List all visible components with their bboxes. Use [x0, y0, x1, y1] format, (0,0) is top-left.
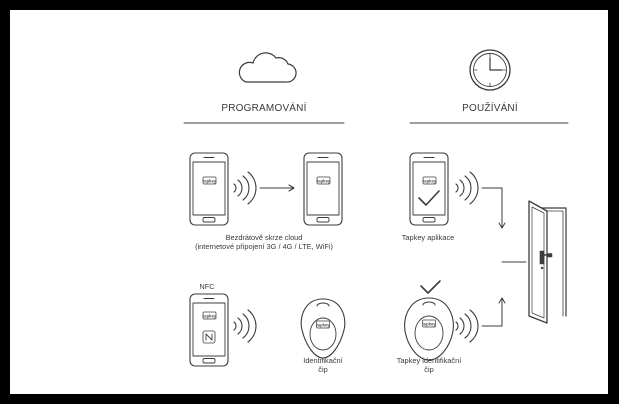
door-icon — [528, 200, 567, 324]
svg-text:tapkey: tapkey — [422, 322, 436, 327]
section-title-usage: POUŽÍVÁNÍ — [462, 101, 518, 114]
nfc-icon — [202, 330, 216, 344]
cloud-icon — [238, 52, 297, 83]
wireless-waves-icon — [233, 309, 257, 343]
svg-text:tapkey: tapkey — [203, 314, 217, 319]
tapkey-chip-caption-line1: Tapkey identifikační — [397, 356, 462, 365]
section-title-programming: PROGRAMOVÁNÍ — [221, 101, 306, 114]
checkmark-icon — [420, 280, 441, 294]
app-caption: Tapkey aplikace — [402, 233, 455, 242]
chip-caption-line1: Identifikační — [303, 356, 343, 365]
svg-text:tapkey: tapkey — [203, 179, 217, 184]
diagram-canvas: PROGRAMOVÁNÍ POUŽÍVÁNÍ tapkey tapkey Bez… — [10, 10, 608, 394]
tapkey-chip-caption-line2: čip — [424, 365, 433, 374]
cloud-caption-line2: (internetové připojení 3G / 4G / LTE, Wi… — [195, 242, 333, 251]
chip-caption-line2: čip — [318, 365, 327, 374]
wireless-waves-icon — [233, 171, 257, 205]
wireless-waves-icon — [455, 171, 479, 205]
arrow-right-icon — [259, 184, 295, 192]
svg-text:tapkey: tapkey — [316, 323, 330, 328]
svg-text:tapkey: tapkey — [317, 179, 331, 184]
svg-text:tapkey: tapkey — [423, 179, 437, 184]
phone-receiver: tapkey — [303, 152, 343, 226]
key-fob-chip-icon: tapkey — [300, 298, 346, 359]
nfc-label: NFC — [199, 282, 215, 291]
cloud-caption-line1: Bezdrátově skrze cloud — [226, 233, 303, 242]
phone-sender: tapkey — [189, 152, 229, 226]
key-fob-tapkey-icon: tapkey — [404, 297, 454, 361]
clock-icon — [469, 49, 511, 91]
wireless-waves-icon — [455, 309, 479, 343]
phone-nfc: tapkey — [189, 293, 229, 367]
checkmark-icon — [418, 190, 440, 206]
connector-lines — [481, 187, 527, 327]
phone-tapkey-app: tapkey — [409, 152, 449, 226]
